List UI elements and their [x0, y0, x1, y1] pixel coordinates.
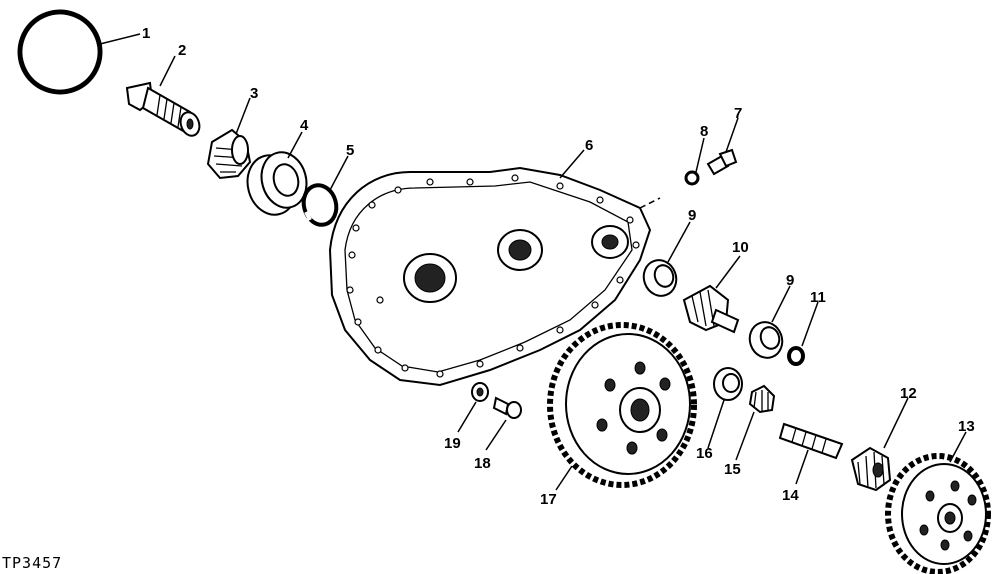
leader-lines — [99, 33, 967, 491]
part-6-gear-housing — [328, 166, 652, 387]
part-12-spur-gear — [850, 446, 892, 492]
callout-14: 14 — [782, 487, 799, 504]
callout-9-left: 9 — [688, 207, 696, 224]
part-16-bearing — [713, 367, 743, 401]
part-9-bearing-right — [748, 321, 784, 359]
part-1-o-ring — [17, 9, 103, 95]
callout-8: 8 — [700, 123, 708, 140]
callout-4: 4 — [300, 117, 309, 134]
callout-11: 11 — [810, 289, 826, 306]
figure-code: TP3457 — [2, 554, 62, 572]
callout-19: 19 — [444, 435, 461, 452]
callout-9-right: 9 — [786, 272, 794, 289]
callout-5: 5 — [346, 142, 354, 159]
callout-16: 16 — [696, 445, 713, 462]
part-3-pinion-gear — [206, 128, 252, 180]
part-7-plug — [706, 148, 738, 176]
part-9-bearing-left — [642, 259, 678, 297]
callout-1: 1 — [142, 25, 150, 42]
callout-2: 2 — [178, 42, 186, 59]
part-14-splined-shaft — [778, 422, 844, 460]
callout-6: 6 — [585, 137, 593, 154]
callout-labels: 1 2 3 4 5 6 7 8 9 10 9 11 12 13 14 15 16… — [142, 25, 975, 508]
callout-17: 17 — [540, 491, 557, 508]
callout-7: 7 — [734, 105, 742, 122]
callout-15: 15 — [724, 461, 741, 478]
callout-13: 13 — [958, 418, 975, 435]
part-13-gear — [885, 453, 991, 574]
part-8-washer — [684, 170, 700, 186]
part-2-shaft — [125, 81, 201, 137]
part-11-snap-ring — [787, 346, 805, 366]
part-15-small-gear — [748, 384, 776, 414]
part-10-pinion-shaft — [682, 284, 740, 334]
part-18-cap-screw — [492, 396, 522, 419]
part-17-large-gear — [547, 322, 697, 488]
callout-18: 18 — [474, 455, 491, 472]
part-5-snap-ring — [301, 183, 339, 227]
callout-10: 10 — [732, 239, 749, 256]
part-4-bearing — [246, 151, 308, 216]
callout-12: 12 — [900, 385, 917, 402]
callout-3: 3 — [250, 85, 258, 102]
part-19-washer — [471, 382, 489, 402]
